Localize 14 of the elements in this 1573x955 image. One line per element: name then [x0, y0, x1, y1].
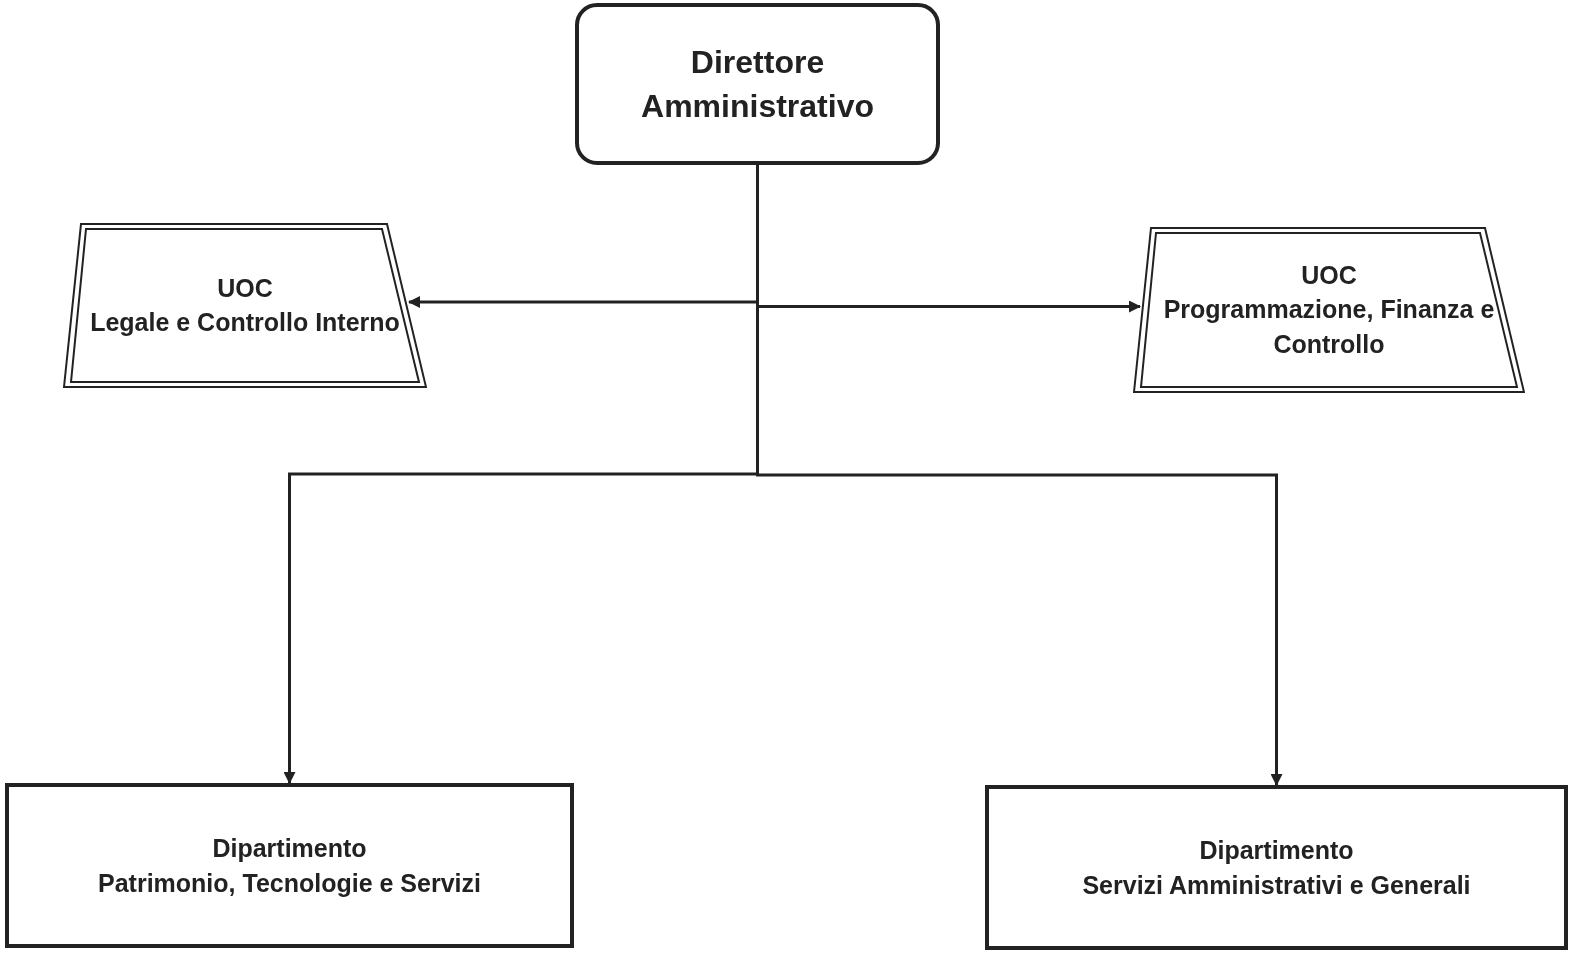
department-box — [5, 783, 574, 948]
department-box — [985, 785, 1568, 950]
rounded-box — [575, 3, 940, 165]
node-label: Legale e Controllo Interno — [89, 307, 401, 338]
node-label: UOC — [216, 272, 274, 304]
node-label: Dipartimento — [211, 833, 368, 865]
node-label: Direttore Amministrativo — [640, 43, 875, 126]
node-label: UOC — [1300, 259, 1358, 291]
trapezoid-box — [1133, 226, 1525, 393]
node-label: Dipartimento — [1198, 835, 1355, 867]
node-label: Programmazione, Finanza e Controllo — [1162, 294, 1496, 360]
node-label: Patrimonio, Tecnologie e Servizi — [97, 867, 482, 899]
node-label: Servizi Amministrativi e Generali — [1081, 869, 1472, 901]
trapezoid-box — [63, 222, 427, 388]
